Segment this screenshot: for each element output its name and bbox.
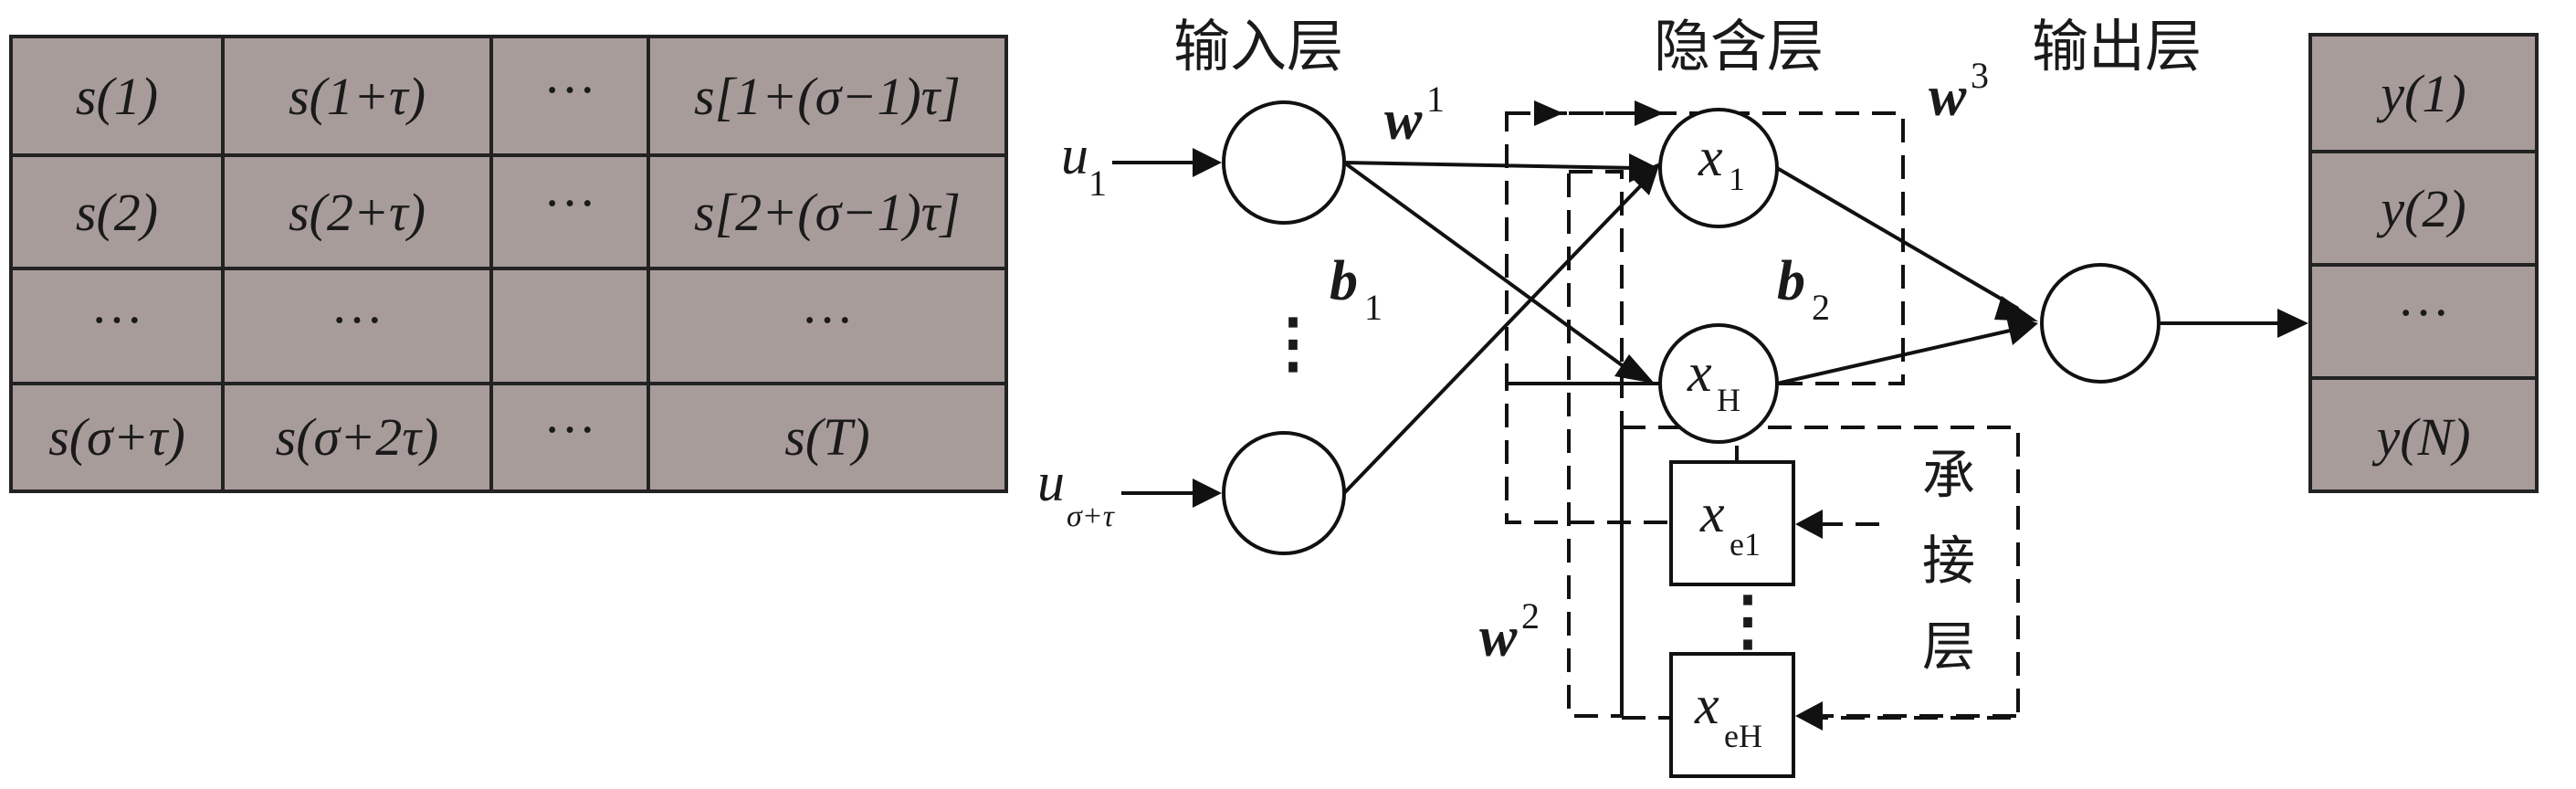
bias-b1-subscript: 1 [1364, 287, 1383, 328]
connection-line [1343, 161, 1637, 170]
arrowhead [1635, 100, 1664, 126]
table-cell-text: y(2) [2376, 179, 2466, 238]
arrowhead [1629, 163, 1660, 195]
context-xe1-subscript: e1 [1730, 526, 1761, 563]
table-cell-text: s(σ+τ) [48, 407, 185, 467]
arrowhead [2277, 309, 2308, 338]
hidden-layer: x 1 x H [1658, 108, 1779, 444]
bias-b1-label: b [1330, 250, 1358, 312]
table-cell-text: y(N) [2371, 407, 2470, 467]
hidden-neuron-h [1658, 323, 1779, 444]
connection-line [1342, 181, 1645, 495]
hidden-neuron-1 [1658, 108, 1779, 228]
table-cell [221, 267, 493, 385]
table-cell-text: y(1) [2376, 64, 2466, 123]
arrowhead [2005, 312, 2038, 345]
context-layer-title-char-1: 承 [1922, 444, 1975, 506]
table-cell-text: ··· [801, 290, 854, 350]
table-cell-text: s(1) [76, 67, 158, 126]
table-cell [2308, 150, 2539, 267]
table-cell-text: ··· [331, 290, 384, 350]
table-cell [647, 35, 1008, 157]
input-neuron-n [1222, 431, 1346, 555]
weight-w1-superscript: 1 [1426, 79, 1445, 120]
table-cell-text: s(σ+2τ) [276, 407, 439, 467]
weight-w2-superscript: 2 [1521, 595, 1540, 636]
table-cell [2308, 376, 2539, 493]
connection-line [1342, 161, 1636, 376]
input-ellipsis: ⋮ [1260, 307, 1326, 380]
hidden-x1-subscript: 1 [1729, 161, 1745, 197]
context-layer-title-char-3: 层 [1922, 615, 1975, 678]
table-cell [9, 382, 225, 493]
output-data-table: y(1) y(2) ··· y(N) [2308, 33, 2539, 493]
table-cell-text: s(1+τ) [289, 67, 426, 126]
bias-b2-subscript: 2 [1812, 287, 1830, 328]
table-cell [489, 382, 650, 493]
input-neuron-1 [1222, 100, 1346, 225]
table-cell [647, 382, 1008, 493]
table-cell [221, 382, 493, 493]
arrowhead [1193, 148, 1222, 177]
context-xeh-label: x [1694, 675, 1719, 735]
input-layer: u 1 u σ+τ ⋮ [1037, 100, 1346, 555]
input-u1-subscript: 1 [1088, 163, 1107, 204]
context-layer-title-char-2: 接 [1922, 530, 1975, 592]
table-cell-text: ··· [2397, 283, 2450, 342]
arrowhead [1534, 100, 1563, 126]
table-cell [2308, 33, 2539, 153]
table-cell [647, 153, 1008, 270]
arrowhead [1193, 479, 1222, 508]
table-cell-text: s(T) [784, 407, 869, 467]
input-layer-title: 输入层 [1173, 13, 1343, 79]
table-cell-text: ··· [543, 60, 596, 120]
table-cell-text: s[1+(σ−1)τ] [694, 67, 961, 126]
table-cell-text: ··· [90, 290, 143, 350]
hidden-xh-subscript: H [1717, 382, 1740, 418]
arrowhead [1994, 296, 2038, 321]
context-ellipsis: ⋮ [1715, 584, 1781, 658]
table-cell [221, 35, 493, 157]
context-xe1-label: x [1699, 483, 1725, 543]
context-layer: x e1 x eH ⋮ 承 接 层 [1669, 444, 2016, 778]
weight-labels: w 1 w 3 w 2 b 1 b 2 [1330, 55, 1989, 668]
arrowhead [1614, 354, 1655, 384]
weight-w3-superscript: 3 [1971, 55, 1989, 96]
connections [1342, 153, 2308, 495]
context-xeh-subscript: eH [1724, 718, 1762, 754]
weight-w2-label: w [1479, 606, 1518, 668]
table-cell [2308, 263, 2539, 380]
input-un-subscript: σ+τ [1067, 500, 1116, 533]
output-neuron [2040, 263, 2161, 384]
table-cell [647, 267, 1008, 385]
table-cell [9, 35, 225, 157]
arrowhead [1795, 701, 1823, 731]
table-cell-text: ··· [543, 400, 596, 459]
context-neuron-1 [1669, 460, 1795, 586]
input-u1-label: u [1061, 125, 1088, 185]
context-neuron-h [1669, 652, 1795, 778]
table-cell [221, 153, 493, 270]
weight-w3-label: w [1929, 66, 1967, 128]
connection-line [1776, 327, 2019, 385]
bias-b2-label: b [1777, 250, 1805, 312]
connection-line [1775, 166, 2020, 310]
table-cell-text: ··· [543, 174, 596, 233]
table-cell-text: s[2+(σ−1)τ] [694, 183, 961, 242]
table-cell-text: s(2+τ) [289, 183, 426, 242]
table-cell [489, 267, 650, 385]
weight-w1-label: w [1384, 89, 1423, 152]
hidden-x1-label: x [1698, 127, 1723, 187]
input-un-label: u [1037, 452, 1065, 512]
output-layer-title: 输出层 [2032, 13, 2202, 79]
table-cell-text: s(2) [76, 183, 158, 242]
hidden-xh-label: x [1687, 342, 1712, 403]
feedback-dashed-column [1567, 170, 1624, 718]
hidden-layer-title: 隐含层 [1654, 13, 1824, 79]
arrowhead [1795, 510, 1823, 539]
input-data-table: s(1) s(1+τ) ··· s[1+(σ−1)τ] s(2) s(2+τ) … [9, 35, 1008, 493]
